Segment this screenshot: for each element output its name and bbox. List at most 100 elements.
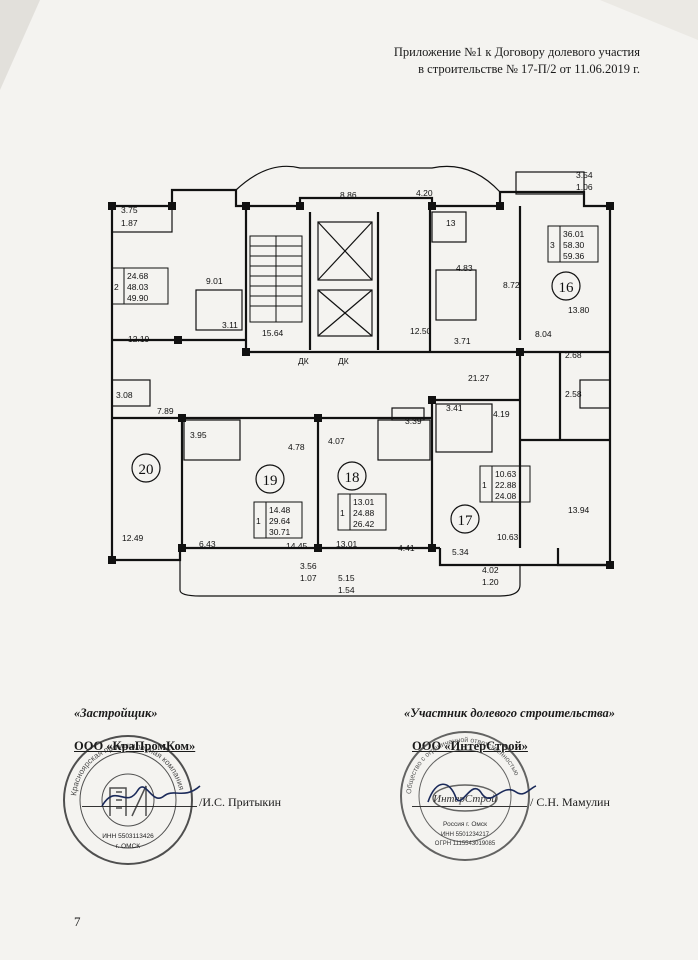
room-area-label: 3.95 (190, 430, 207, 440)
room-area-label: 4.20 (416, 188, 433, 198)
developer-signature-line (82, 806, 197, 807)
room-area-label: 5.15 (338, 573, 355, 583)
header-line-2: в строительстве № 17-П/2 от 11.06.2019 г… (418, 62, 640, 76)
room-area-label: 13.94 (568, 505, 590, 515)
room-area-label: ДК (338, 356, 349, 366)
table-value: 14.48 (269, 505, 291, 515)
room-area-label: 1.20 (482, 577, 499, 587)
apartment-number-circles (131, 271, 581, 534)
room-area-label: 13.80 (568, 305, 590, 315)
apartment-number: 18 (345, 470, 360, 486)
staircase (249, 235, 303, 323)
table-value: 24.88 (353, 508, 375, 518)
table-value: 58.30 (563, 240, 585, 250)
room-area-label: 3.75 (121, 205, 138, 215)
stamp-inn: ИНН 5501234217 (441, 832, 490, 838)
participant-title: «Участник долевого строительства» (404, 706, 616, 720)
room-area-label: 4.41 (398, 543, 415, 553)
table-value: 13.01 (353, 497, 375, 507)
developer-signature (101, 785, 201, 807)
room-area-label: 2.58 (565, 389, 582, 399)
table-value: 10.63 (495, 469, 517, 479)
room-area-label: 7.89 (157, 406, 174, 416)
table-value: 24.68 (127, 271, 149, 281)
room-area-label: 8.04 (535, 329, 552, 339)
room-area-label: 4.78 (288, 442, 305, 452)
room-area-label: 2.68 (565, 350, 582, 360)
table-rooms: 3 (550, 240, 555, 250)
stamp-city: Россия г. Омск (443, 821, 487, 828)
room-area-label: 5.34 (452, 547, 469, 557)
stamp-city: г. ОМСК (116, 843, 140, 850)
room-area-label: 4.02 (482, 565, 499, 575)
room-area-label: 12.19 (128, 334, 150, 344)
stamp-name: ИнтерСтрой (432, 793, 497, 805)
participant-signature-line (412, 806, 527, 807)
participant-stamp: Общество с ограниченной ответственностью… (400, 731, 530, 861)
bathrooms (183, 211, 493, 461)
developer-stamp: Красноярская промышленная компания ИНН 5… (63, 735, 193, 865)
document-header: Приложение №1 к Договору долевого участи… (394, 44, 640, 78)
apartment-number: 20 (139, 462, 154, 478)
table-value: 30.71 (269, 527, 291, 537)
table-rooms: 2 (114, 282, 119, 292)
table-value: 29.64 (269, 516, 291, 526)
apartment-number: 16 (559, 280, 575, 296)
table-value: 26.42 (353, 519, 375, 529)
room-area-label: 3.39 (405, 416, 422, 426)
room-area-label: 3.08 (116, 390, 133, 400)
room-area-label: 1.07 (300, 573, 317, 583)
room-area-label: 3.54 (576, 170, 593, 180)
room-area-label: 13 (446, 218, 456, 228)
table-value: 36.01 (563, 229, 585, 239)
room-area-label: 3.41 (446, 403, 463, 413)
elevator-shafts (317, 221, 373, 337)
stamp-ogrn: ОГРН 1115543019085 (435, 841, 496, 847)
table-value: 24.08 (495, 491, 517, 501)
room-area-label: ДК (298, 356, 309, 366)
table-value: 22.88 (495, 480, 517, 490)
room-area-label: 4.19 (493, 409, 510, 419)
room-area-label: 4.07 (328, 436, 345, 446)
room-area-label: 3.56 (300, 561, 317, 571)
apartment-number: 17 (458, 513, 474, 529)
room-area-label: 3.11 (222, 320, 238, 330)
participant-signer: / С.Н. Мамулин (530, 795, 610, 809)
room-area-label: 12.50 (410, 326, 432, 336)
room-area-label: 6.43 (199, 539, 216, 549)
room-area-label: 14.45 (286, 541, 308, 551)
balconies (111, 165, 611, 597)
developer-title: «Застройщик» (74, 706, 158, 720)
room-area-label: 1.87 (121, 218, 138, 228)
table-rooms: 1 (256, 516, 261, 526)
area-table-frames (111, 225, 599, 539)
room-area-label: 13.01 (336, 539, 358, 549)
apartment-number: 19 (263, 473, 278, 489)
room-area-label: 12.49 (122, 533, 144, 543)
table-value: 59.36 (563, 251, 585, 261)
room-area-label: 8.86 (340, 190, 357, 200)
room-area-label: 21.27 (468, 373, 490, 383)
room-area-labels: 3.75 1.87 8.86 4.20 3.54 1.06 13 9.01 4.… (116, 170, 593, 595)
header-line-1: Приложение №1 к Договору долевого участи… (393, 45, 640, 59)
table-rooms: 1 (482, 480, 487, 490)
room-area-label: 1.06 (576, 182, 593, 192)
room-area-label: 4.83 (456, 263, 473, 273)
room-area-label: 9.01 (206, 276, 223, 286)
page-number: 7 (74, 914, 81, 929)
room-area-label: 1.54 (338, 585, 355, 595)
pillars (108, 202, 614, 569)
table-value: 49.90 (127, 293, 149, 303)
room-area-label: 3.71 (454, 336, 471, 346)
developer-org: ООО «КраПромКом» (74, 739, 196, 753)
table-rooms: 1 (340, 508, 345, 518)
participant-signature (427, 783, 537, 803)
stamp-inn: ИНН 5503113426 (102, 833, 154, 840)
developer-signer: /И.С. Притыкин (199, 795, 282, 809)
table-value: 48.03 (127, 282, 149, 292)
room-area-label: 8.72 (503, 280, 520, 290)
room-area-label: 15.64 (262, 328, 284, 338)
